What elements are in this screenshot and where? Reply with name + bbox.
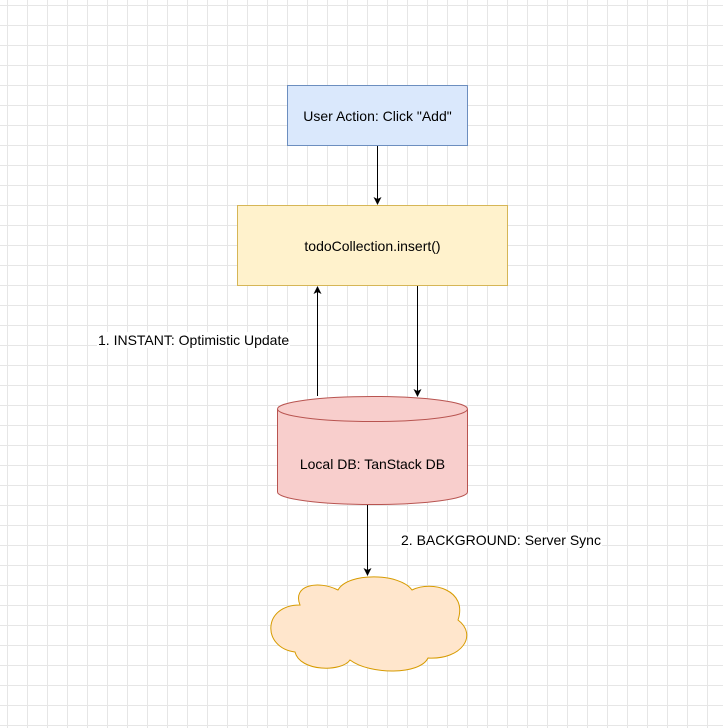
insert-label: todoCollection.insert() <box>304 237 441 254</box>
local-db-cylinder-body <box>277 409 468 505</box>
user-action-label: User Action: Click "Add" <box>303 107 452 124</box>
local-db-cylinder-top <box>277 396 468 422</box>
local-db-node[interactable] <box>277 396 468 505</box>
user-action-node[interactable] <box>287 85 468 146</box>
local-db-label: Local DB: TanStack DB <box>299 456 446 472</box>
instant-update-label: 1. INSTANT: Optimistic Update <box>97 332 291 348</box>
server-cloud-node[interactable] <box>270 576 468 672</box>
insert-node[interactable] <box>237 205 508 286</box>
background-sync-label: 2. BACKGROUND: Server Sync <box>400 532 602 548</box>
